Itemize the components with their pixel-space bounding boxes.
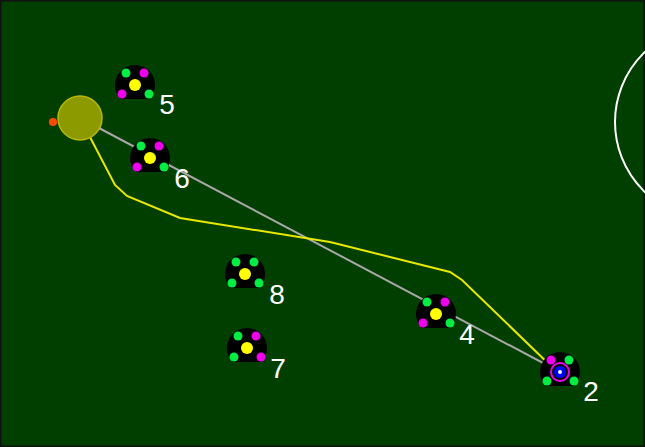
robot-symbol	[227, 328, 267, 362]
target-line	[80, 118, 560, 372]
robot-number: 7	[270, 355, 286, 383]
robot-symbol	[416, 294, 456, 328]
robot-number: 4	[459, 321, 475, 349]
ball-target	[58, 96, 102, 140]
robot-number: 8	[269, 281, 285, 309]
planned-path	[80, 118, 555, 370]
ball	[49, 118, 57, 126]
robot-number: 6	[174, 165, 190, 193]
robot-symbol	[130, 138, 170, 172]
robot-symbol	[225, 254, 265, 288]
center-circle	[615, 25, 645, 219]
robot-symbol	[115, 65, 155, 99]
robot-number: 2	[583, 378, 599, 406]
robot-symbol	[540, 352, 580, 386]
robot-number: 5	[159, 91, 175, 119]
